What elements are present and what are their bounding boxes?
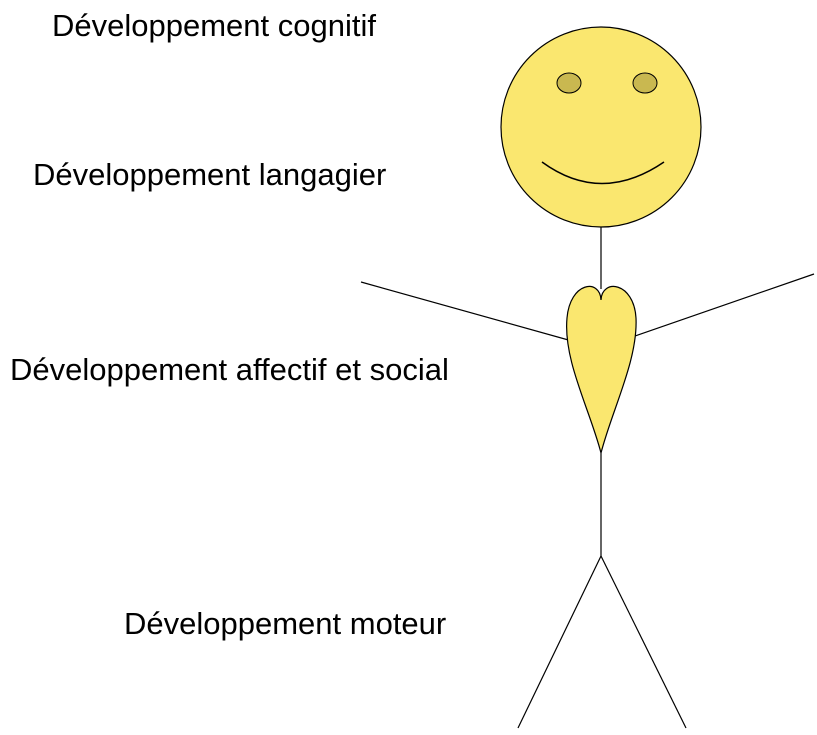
smile [541,161,665,185]
head-smiley [500,26,702,228]
left-leg [517,555,602,729]
label-affective-social-development: Développement affectif et social [10,352,449,387]
right-eye [632,72,658,94]
left-arm [360,281,573,342]
left-eye [556,72,582,94]
right-arm [631,273,815,338]
heart-torso [566,285,637,454]
label-language-development: Développement langagier [33,157,387,192]
label-motor-development: Développement moteur [124,606,447,641]
label-cognitive-development: Développement cognitif [52,8,376,43]
right-leg [600,555,687,729]
